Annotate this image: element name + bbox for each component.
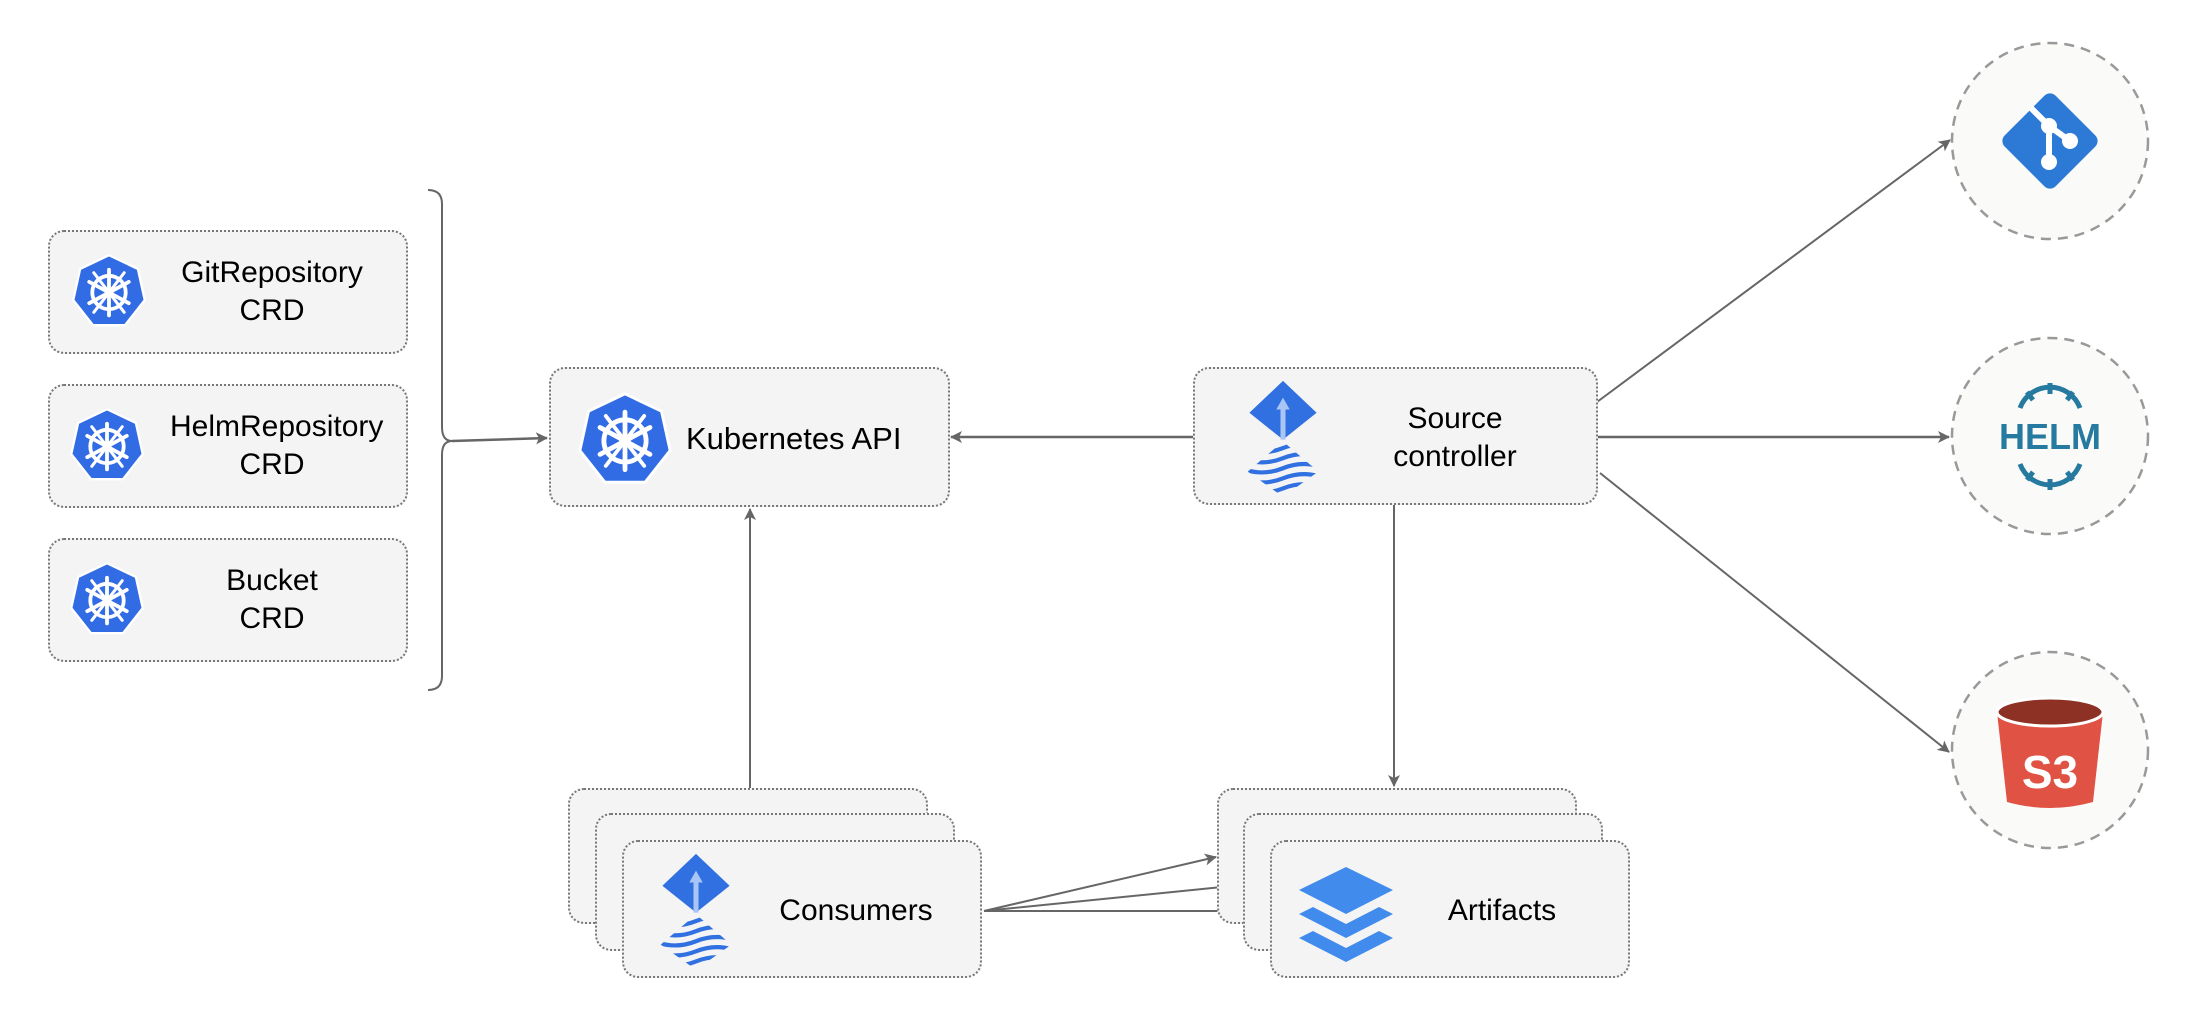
layers-icon (1299, 867, 1393, 962)
flux-icon (1241, 379, 1325, 497)
kubernetes-api-label: Kubernetes API (686, 421, 902, 456)
arrow-crds-to-kubernetes-api (451, 432, 548, 445)
consumers-label: Consumers (779, 894, 933, 927)
artifacts-node: Artifacts (1270, 840, 1630, 978)
arrow-consumers-to-artifacts-2 (983, 880, 1243, 912)
arrow-consumers-to-artifacts-1 (983, 853, 1217, 912)
s3-text: S3 (2022, 746, 2078, 798)
helm-text: HELM (1999, 416, 2101, 457)
artifacts-label: Artifacts (1447, 894, 1557, 927)
helm-source-node (1950, 336, 2150, 536)
helm-icon (2017, 383, 2083, 490)
kubernetes-icon (69, 561, 145, 637)
flux-icon (654, 852, 738, 970)
kubernetes-icon (69, 407, 145, 483)
kubernetes-icon (71, 253, 147, 329)
arrow-source-controller-to-s3 (1599, 472, 1950, 753)
kubernetes-icon (577, 391, 673, 487)
crd-bracket (427, 189, 453, 691)
git-icon (2002, 93, 2098, 189)
s3-bucket-icon (1995, 696, 2105, 808)
arrow-source-controller-to-git (1596, 139, 1951, 403)
consumers-node: Consumers (622, 840, 982, 978)
kubernetes-api-node: Kubernetes API (549, 367, 950, 507)
